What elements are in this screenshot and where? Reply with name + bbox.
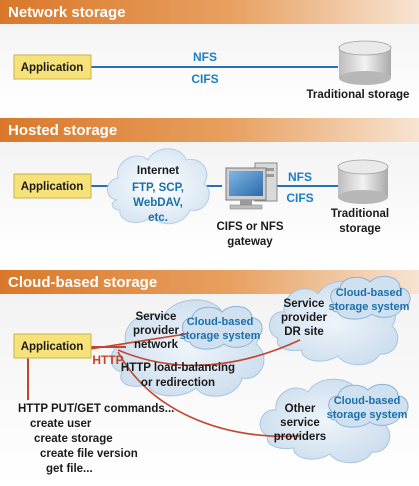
other-label-line1: Other xyxy=(285,403,316,415)
hosted-application-label: Application xyxy=(21,181,84,193)
gateway-label-line1: CIFS or NFS xyxy=(216,221,283,233)
internet-title: Internet xyxy=(137,165,179,177)
hosted-header-bar xyxy=(0,118,419,142)
network-header-bar xyxy=(0,0,419,24)
dr-storage-line2: storage system xyxy=(329,301,410,313)
provider-storage-line2: storage system xyxy=(180,330,261,342)
http-label: HTTP xyxy=(92,353,123,367)
http-other-connection xyxy=(117,351,301,438)
network-storage-label: Traditional storage xyxy=(307,89,410,101)
provider-label-line1: Service xyxy=(136,311,177,323)
internet-protocols-line3: etc. xyxy=(148,212,168,224)
hosted-nfs-label: NFS xyxy=(288,170,312,184)
internet-protocols-line2: WebDAV, xyxy=(133,197,183,209)
other-storage-line2: storage system xyxy=(327,409,408,421)
other-label-line2: service xyxy=(280,417,320,429)
hosted-storage-label-line1: Traditional xyxy=(331,208,389,220)
cloud-application-box xyxy=(13,333,92,359)
dr-storage-line1: Cloud-based xyxy=(336,287,403,299)
service-provider-storage-cloud xyxy=(182,305,263,350)
other-storage-cloud xyxy=(328,383,409,428)
network-section-title: Network storage xyxy=(8,4,126,21)
gateway-computer-icon xyxy=(225,162,278,210)
provider-label-line3: network xyxy=(134,339,179,351)
network-application-label: Application xyxy=(21,62,84,74)
command-line-5: get file... xyxy=(46,463,93,475)
internet-protocols-line1: FTP, SCP, xyxy=(132,182,184,194)
gateway-label-line2: gateway xyxy=(227,236,273,248)
provider-storage-line1: Cloud-based xyxy=(187,316,254,328)
hosted-application-box xyxy=(13,173,92,199)
dr-label-line1: Service xyxy=(284,298,325,310)
network-storage-cylinder xyxy=(338,40,392,85)
cloud-section-title: Cloud-based storage xyxy=(8,274,157,291)
cloud-application-label: Application xyxy=(21,341,84,353)
dr-storage-cloud xyxy=(330,275,411,320)
hosted-section-title: Hosted storage xyxy=(8,122,117,139)
http-provider-connection xyxy=(89,333,187,350)
command-line-3: create storage xyxy=(34,433,113,445)
load-balancing-line1: HTTP load-balancing xyxy=(121,362,235,374)
dr-label-line3: DR site xyxy=(284,326,324,338)
command-line-2: create user xyxy=(30,418,92,430)
http-dr-connection xyxy=(117,339,301,367)
provider-label-line2: provider xyxy=(133,325,180,337)
hosted-storage-label-line2: storage xyxy=(339,223,381,235)
network-cifs-label: CIFS xyxy=(191,72,218,86)
command-line-4: create file version xyxy=(40,448,138,460)
load-balancing-line2: or redirection xyxy=(141,377,215,389)
hosted-storage-cylinder xyxy=(337,159,389,204)
internet-cloud xyxy=(107,148,210,225)
network-application-box xyxy=(13,54,92,80)
command-line-1: HTTP PUT/GET commands... xyxy=(18,403,174,415)
network-nfs-label: NFS xyxy=(193,50,217,64)
other-label-line3: providers xyxy=(274,431,326,443)
hosted-cifs-label: CIFS xyxy=(286,191,313,205)
dr-label-line2: provider xyxy=(281,312,328,324)
other-storage-line1: Cloud-based xyxy=(334,395,401,407)
